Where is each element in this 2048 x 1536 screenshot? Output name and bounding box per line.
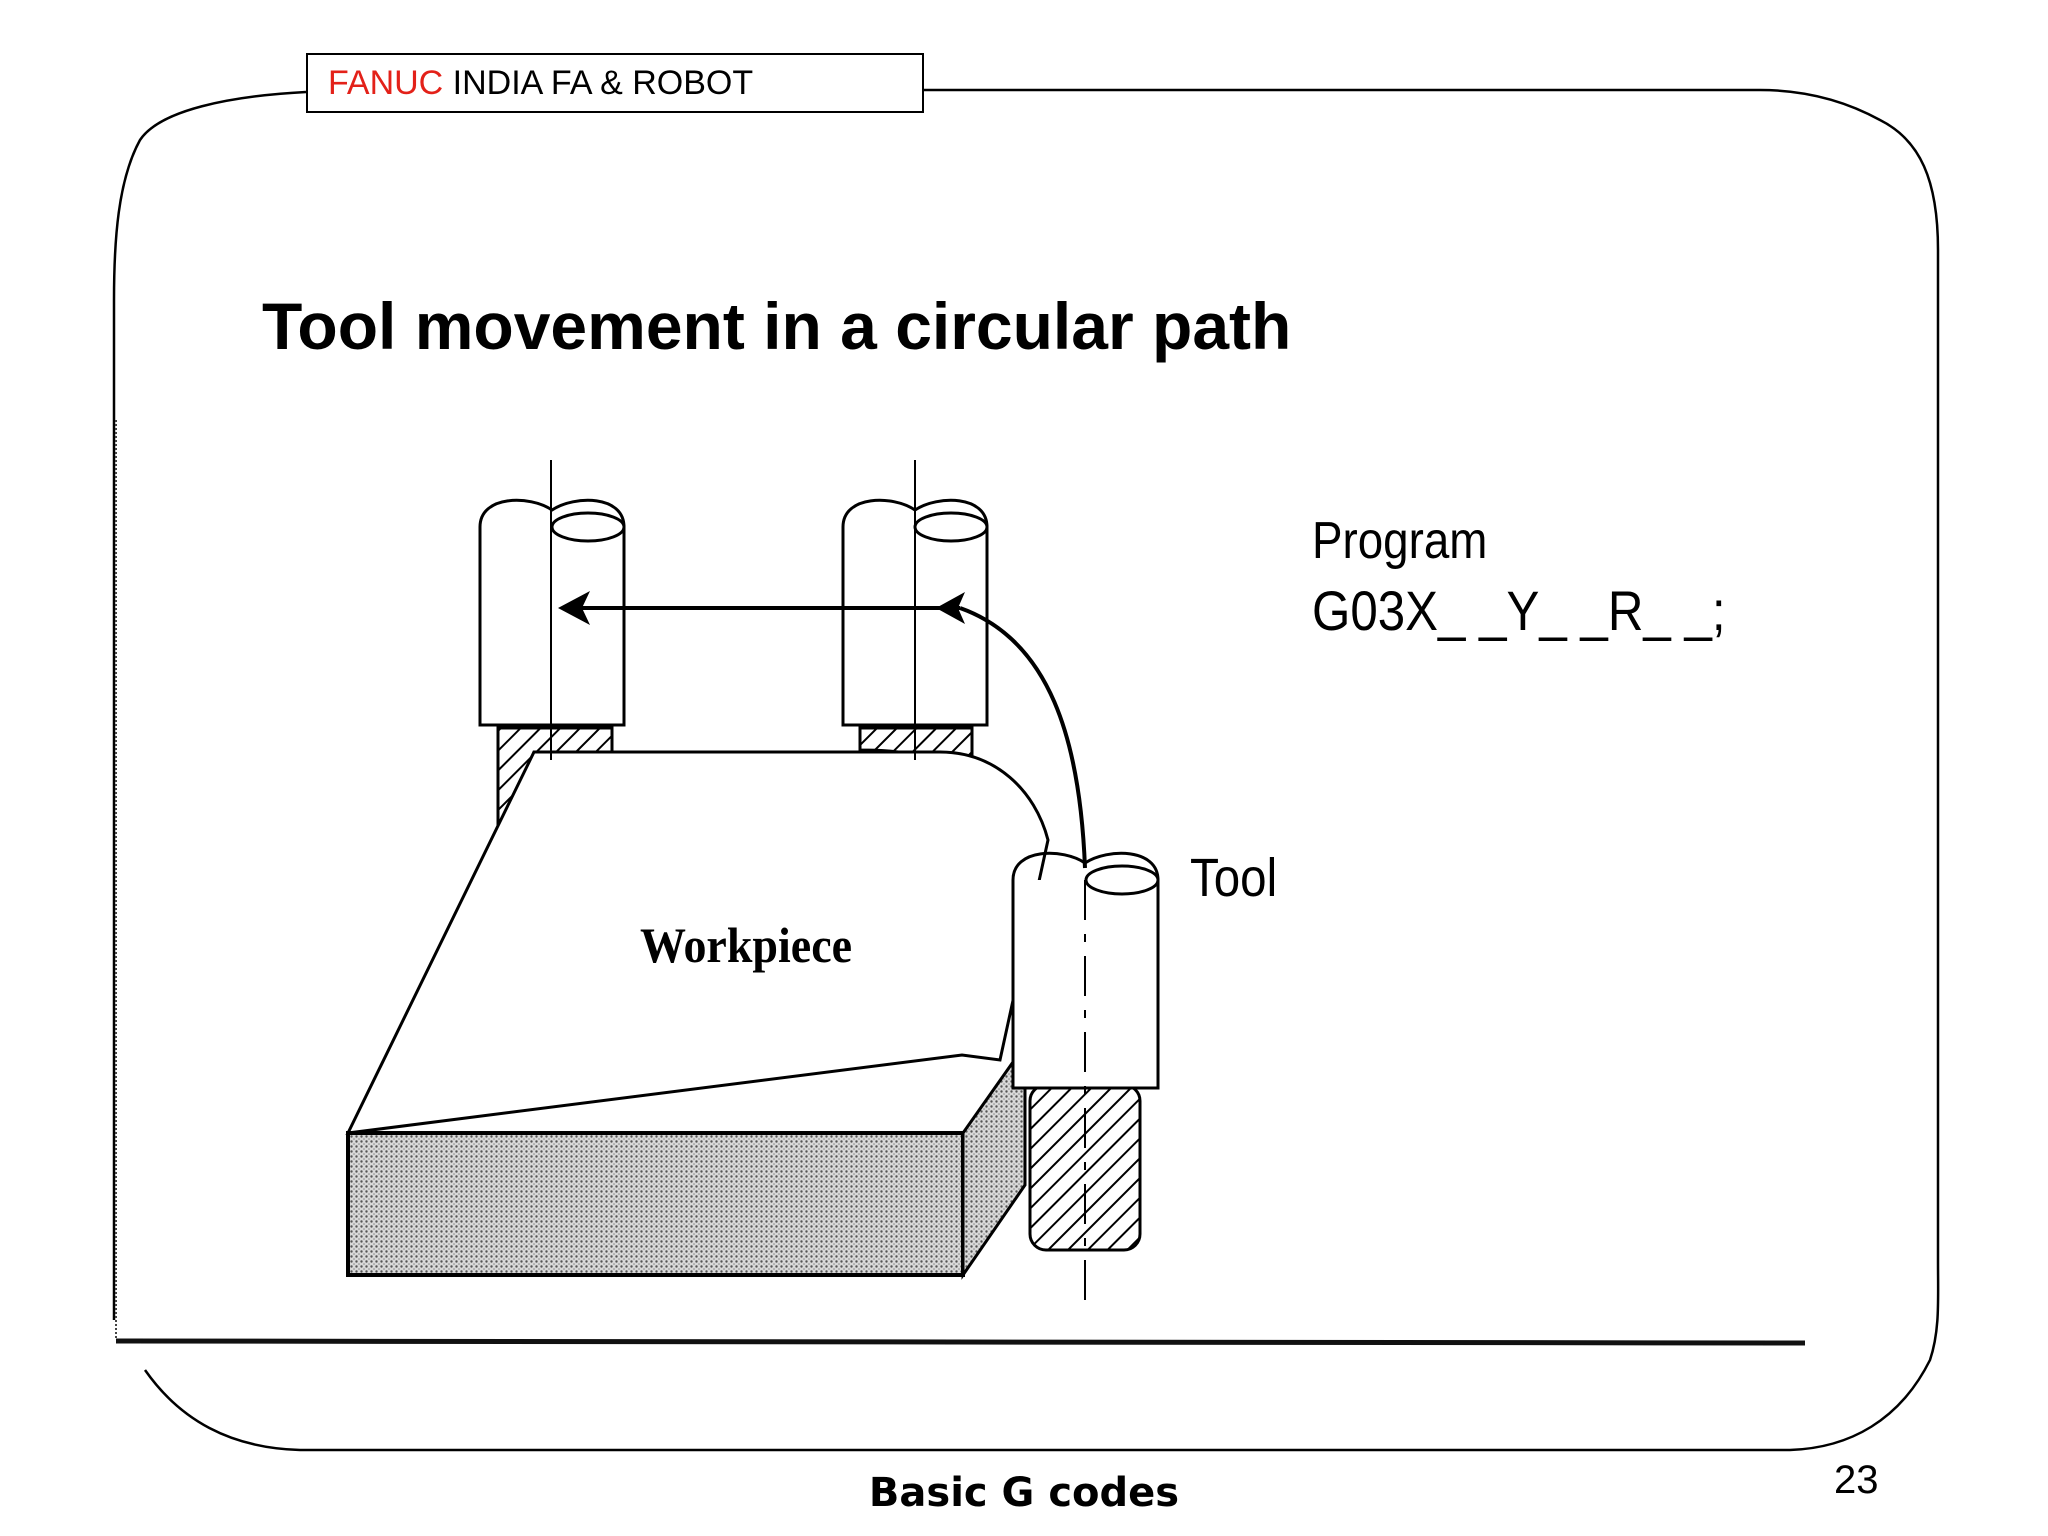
header-box: FANUC INDIA FA & ROBOT [306,53,924,113]
workpiece [345,726,1050,1280]
workpiece-label: Workpiece [640,918,852,973]
footer-title: Basic G codes [868,1470,1180,1516]
arrow-head-left [558,591,590,625]
arrow-head-middle [936,592,965,624]
company-tagline: INDIA FA & ROBOT [443,64,754,102]
brand-name: FANUC [328,64,444,102]
program-code: G03X_ _Y_ _R_ _; [1312,580,1726,643]
tool-left [478,460,626,760]
slide-title: Tool movement in a circular path [262,289,1292,363]
tool-label: Tool [1190,847,1277,908]
tool-path [558,591,1087,869]
tool-right [1011,851,1160,1300]
image-bottom-edge [115,1338,1806,1346]
program-label: Program [1312,512,1487,569]
page-number: 23 [1834,1458,1879,1502]
slide-border [112,88,1940,1452]
